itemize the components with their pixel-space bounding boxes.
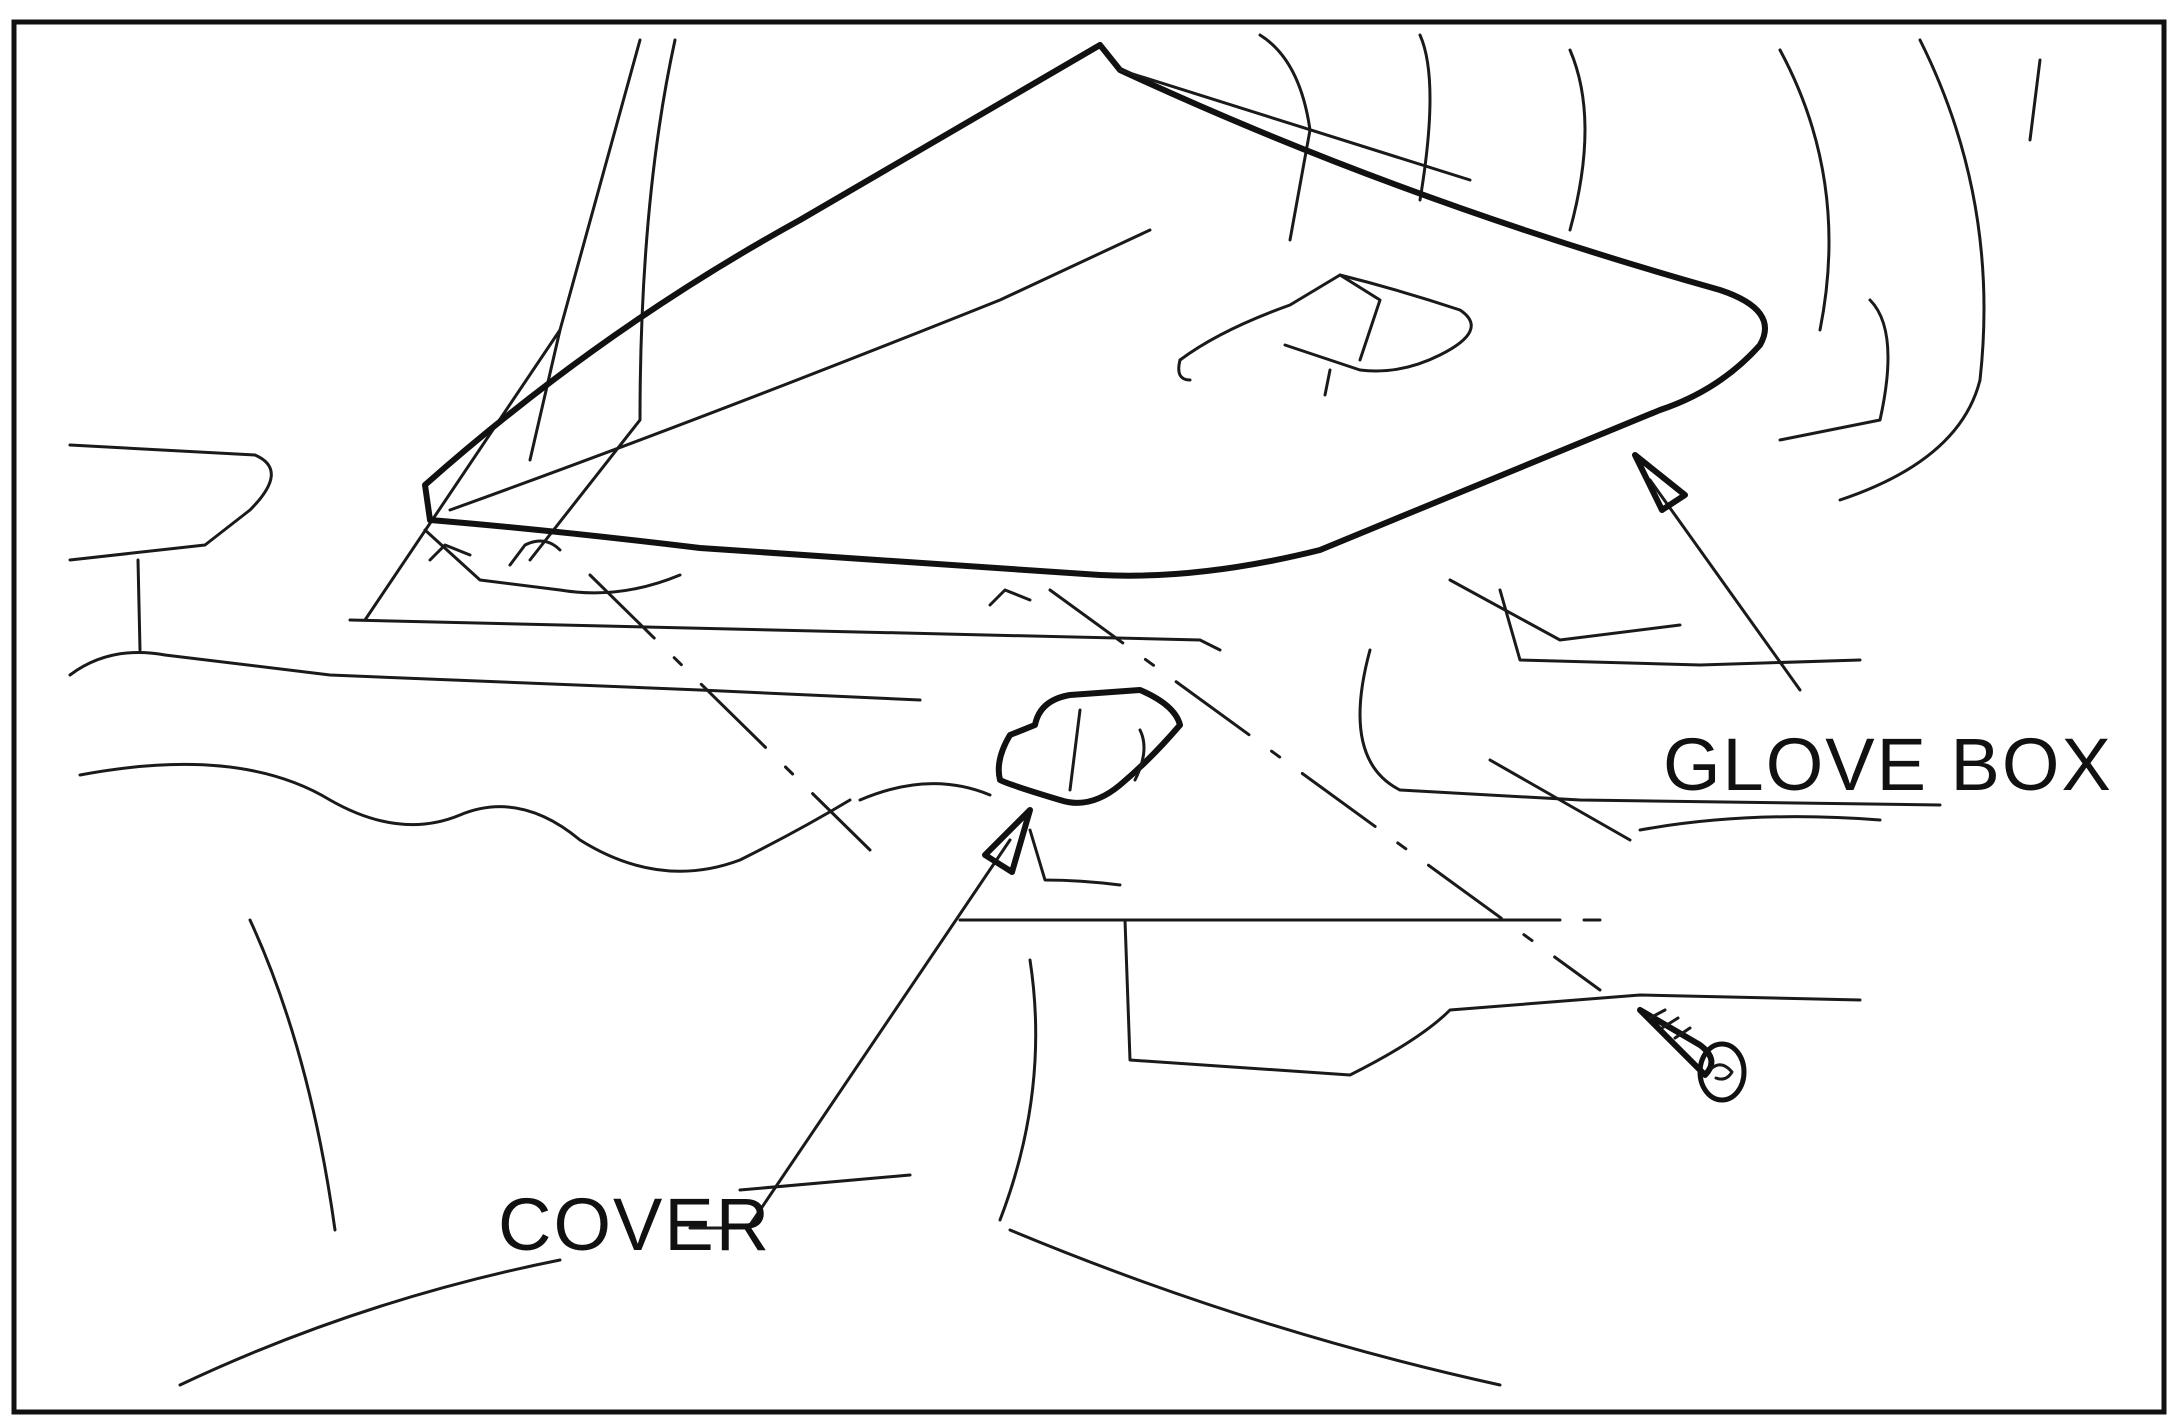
screw	[1637, 1007, 1747, 1103]
figure-frame	[11, 19, 2167, 1415]
cover-part	[995, 687, 1183, 806]
cover-label: COVER	[498, 1183, 772, 1266]
glove-box-label: GLOVE BOX	[1663, 723, 2113, 806]
glove-box-door	[422, 42, 1768, 607]
dashboard-structure	[68, 33, 2042, 1387]
leader-lines	[588, 452, 1802, 1230]
